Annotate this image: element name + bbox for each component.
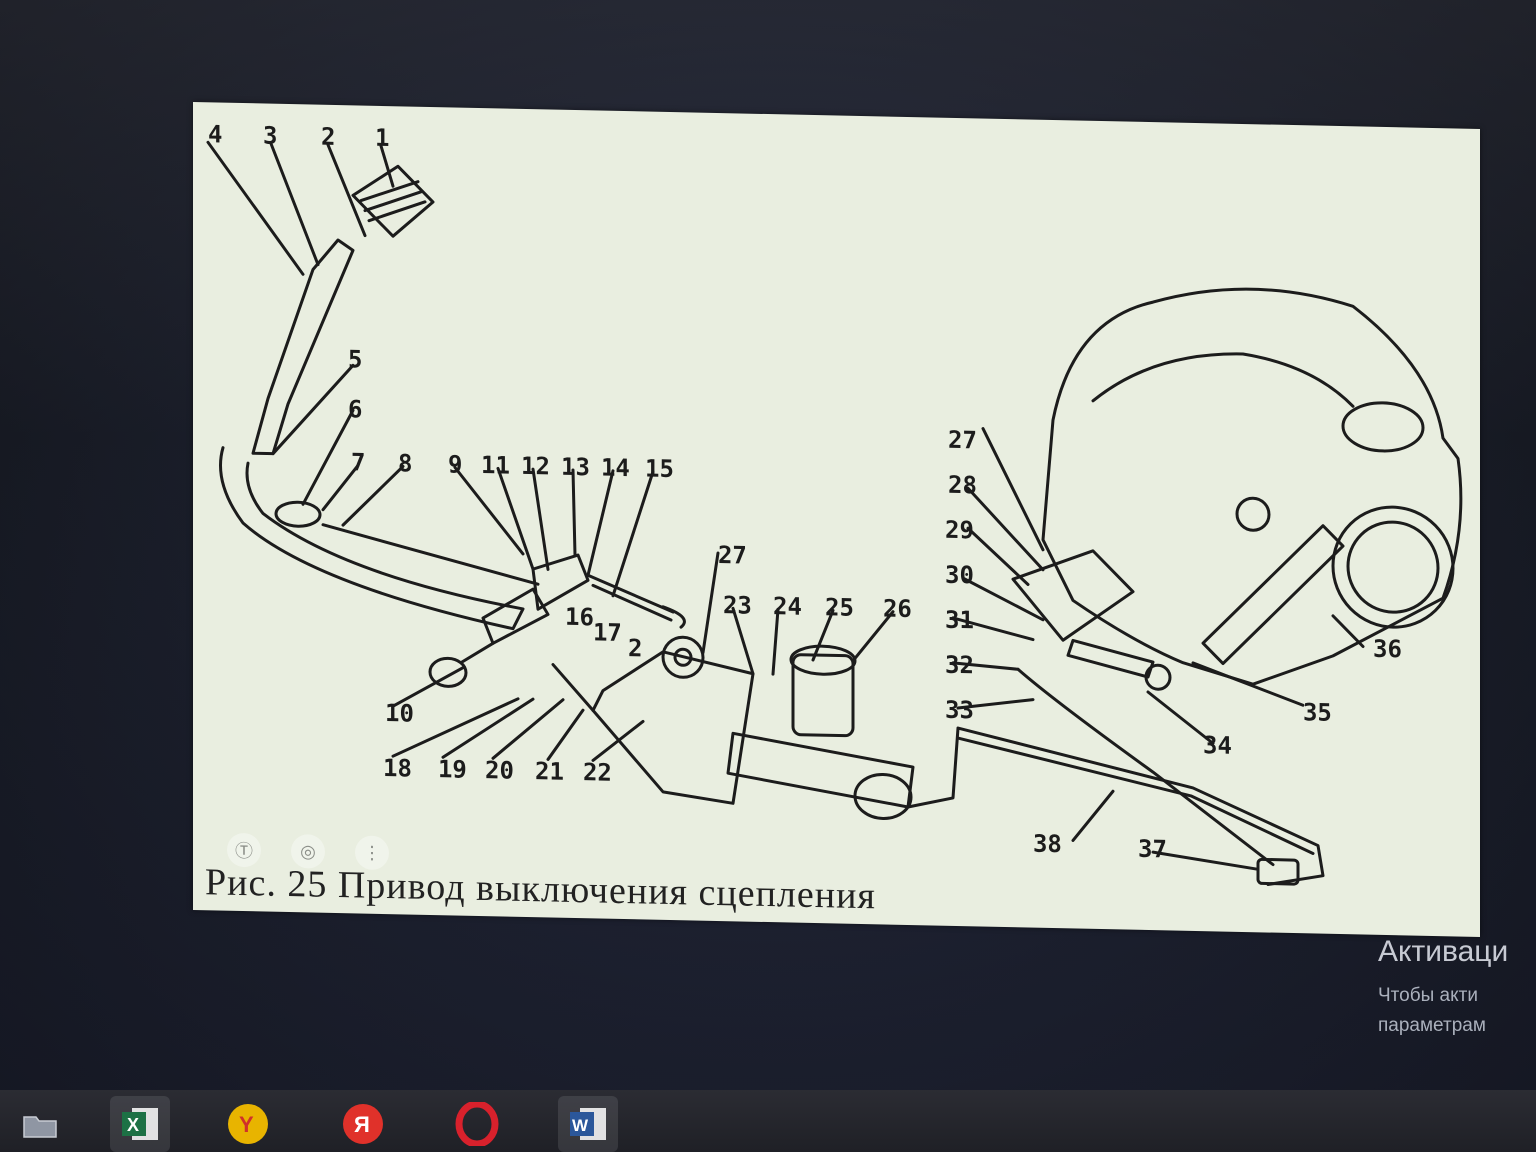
part-label: 34	[1203, 731, 1232, 760]
image-viewer: 1 2 3 4 5 6 7 8 9 11 12 13 14 15 27 23 2…	[193, 102, 1480, 937]
taskbar-yandex[interactable]: Я	[333, 1096, 393, 1152]
visual-search-icon: ◎	[300, 840, 316, 862]
part-label: 26	[883, 594, 912, 623]
yandex-browser-icon: Y	[228, 1104, 268, 1144]
part-label: 25	[825, 593, 854, 622]
taskbar: X Y Я W	[0, 1090, 1536, 1152]
part-label: 3	[263, 121, 277, 149]
part-label: 33	[945, 696, 974, 725]
file-explorer-icon	[23, 1116, 57, 1138]
part-label: 38	[1033, 830, 1062, 859]
part-label: 20	[485, 756, 514, 785]
part-label: 28	[948, 471, 977, 500]
pedal-lever	[251, 238, 355, 456]
part-label: 31	[945, 606, 974, 635]
part-label: 27	[718, 541, 747, 570]
part-label: 15	[645, 454, 674, 483]
part-label: 11	[481, 451, 510, 480]
part-label: 14	[601, 454, 630, 483]
taskbar-opera[interactable]	[447, 1096, 507, 1152]
pedal-arm	[219, 446, 525, 631]
hydraulic-pipe	[906, 726, 1325, 887]
part-label: 27	[948, 426, 977, 455]
part-label: 24	[773, 592, 802, 621]
word-icon: W	[570, 1108, 606, 1140]
part-label: 2	[321, 123, 335, 151]
part-label: 10	[385, 699, 414, 728]
part-number-labels: 1 2 3 4 5 6 7 8 9 11 12 13 14 15 27 23 2…	[208, 120, 1402, 864]
part-label: 29	[945, 516, 974, 545]
windows-activation-watermark: Активаци Чтобы акти параметрам	[1378, 935, 1508, 1041]
master-cylinder-body	[726, 731, 915, 809]
push-rod	[321, 523, 540, 586]
return-spring	[586, 573, 686, 629]
taskbar-yandex-browser[interactable]: Y	[218, 1096, 278, 1152]
activation-line-2: параметрам	[1378, 1015, 1486, 1036]
part-label: 37	[1138, 835, 1167, 864]
part-label: 32	[945, 651, 974, 680]
part-label: 19	[438, 755, 467, 784]
part-label: 1	[375, 124, 389, 152]
part-label: 9	[448, 450, 462, 478]
svg-text:X: X	[127, 1115, 139, 1135]
clutch-bell-housing	[1041, 287, 1463, 686]
taskbar-file-explorer[interactable]	[10, 1096, 70, 1152]
part-label: 30	[945, 561, 974, 590]
master-cylinder-reservoir	[791, 653, 855, 738]
part-label: 22	[583, 758, 612, 787]
yandex-icon: Я	[343, 1104, 383, 1144]
part-label: 21	[535, 757, 564, 786]
part-label: 35	[1303, 698, 1332, 727]
part-label: 4	[208, 120, 222, 148]
part-label: 6	[348, 395, 362, 423]
clutch-release-drive-diagram: 1 2 3 4 5 6 7 8 9 11 12 13 14 15 27 23 2…	[206, 120, 1463, 887]
flexible-hose	[1016, 667, 1275, 867]
part-label: 18	[383, 754, 412, 783]
activation-line-1: Чтобы акти	[1378, 985, 1478, 1006]
text-recognition-icon: Ⓣ	[235, 840, 253, 862]
part-label: 13	[561, 453, 590, 482]
part-label: 17	[593, 618, 622, 647]
more-vertical-icon: ⋮	[363, 842, 381, 863]
pedal-pad	[351, 164, 435, 238]
activation-title: Активаци	[1378, 935, 1509, 968]
svg-text:Y: Y	[239, 1112, 254, 1137]
taskbar-word[interactable]: W	[558, 1096, 618, 1152]
part-label: 16	[565, 603, 594, 632]
excel-icon: X	[122, 1108, 158, 1140]
svg-text:W: W	[572, 1116, 589, 1135]
part-label: 7	[351, 448, 365, 476]
opera-icon	[455, 1102, 499, 1146]
svg-text:Я: Я	[354, 1112, 370, 1137]
taskbar-excel[interactable]: X	[110, 1096, 170, 1152]
part-label: 36	[1373, 635, 1402, 664]
part-label: 8	[398, 449, 412, 477]
part-label: 23	[723, 591, 752, 620]
part-label: 12	[521, 452, 550, 481]
part-label: 2	[628, 634, 642, 662]
slave-cylinder	[1011, 549, 1135, 642]
part-label: 5	[348, 345, 362, 373]
